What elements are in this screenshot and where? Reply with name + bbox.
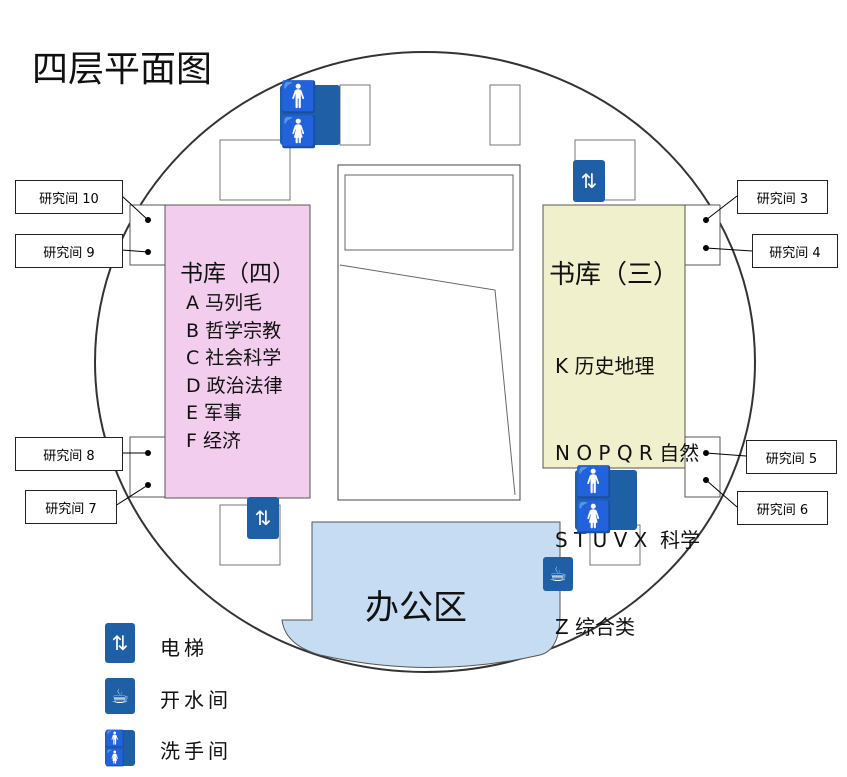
office-label: 办公区 <box>365 588 467 628</box>
library-4-item: B 哲学宗教 <box>186 319 282 342</box>
stair-top-right <box>489 84 521 146</box>
legend-toilet-label: 洗手间 <box>160 739 232 763</box>
library-4-item: E 军事 <box>186 402 243 424</box>
central-hall <box>337 164 521 501</box>
study-room-10: 研究间 10 <box>15 180 123 214</box>
library-3-name: 书库（三） <box>549 260 680 290</box>
library-4-item: A 马列毛 <box>186 292 263 314</box>
central-stairs <box>344 174 514 251</box>
library-3-item: N O P Q R 自然 <box>555 441 700 465</box>
atrium-line <box>339 264 516 496</box>
study-room-4: 研究间 4 <box>752 234 838 268</box>
library-3-label: 书库（三） K 历史地理 N O P Q R 自然 S T U V X 科学 Z… <box>549 256 700 700</box>
study-room-9: 研究间 9 <box>15 234 123 268</box>
library-4-item: C 社会科学 <box>186 347 282 369</box>
study-room-8: 研究间 8 <box>15 437 123 471</box>
library-3-item: Z 综合类 <box>555 615 636 639</box>
library-4-name: 书库（四） <box>180 261 295 287</box>
library-4-item: F 经济 <box>186 429 241 452</box>
legend-water-icon: ☕ <box>105 678 135 714</box>
water-icon: ☕ <box>543 557 573 591</box>
toilet-icon: 🚹🚺 <box>280 80 340 150</box>
stair-top-left <box>339 84 371 146</box>
toilet-icon: 🚹🚺 <box>575 465 637 535</box>
library-4-item: D 政治法律 <box>186 374 283 397</box>
legend-elevator-label: 电梯 <box>160 636 208 660</box>
study-room-7: 研究间 7 <box>25 490 117 524</box>
library-4-area <box>164 204 311 499</box>
study-room-block-left-top <box>129 204 166 266</box>
study-room-block-left-bottom <box>129 436 166 498</box>
study-room-3: 研究间 3 <box>737 180 828 214</box>
study-room-5: 研究间 5 <box>746 440 837 474</box>
elevator-icon: ⇅ <box>573 160 605 202</box>
elevator-icon: ⇅ <box>247 497 279 539</box>
library-4-label: 书库（四） A 马列毛 B 哲学宗教 C 社会科学 D 政治法律 E 军事 F … <box>180 258 295 455</box>
legend-toilet-icon: 🚹🚺 <box>105 729 135 767</box>
office-area <box>281 521 561 668</box>
page-title: 四层平面图 <box>32 49 213 90</box>
building-outline <box>94 51 756 673</box>
legend-water-label: 开水间 <box>160 688 232 712</box>
library-3-item: K 历史地理 <box>555 354 655 378</box>
library-3-item: S T U V X 科学 <box>555 528 701 552</box>
study-room-6: 研究间 6 <box>737 491 828 525</box>
study-room-block-right-top <box>684 204 721 266</box>
stair-left-top <box>219 139 291 201</box>
legend-elevator-icon: ⇅ <box>105 623 135 663</box>
